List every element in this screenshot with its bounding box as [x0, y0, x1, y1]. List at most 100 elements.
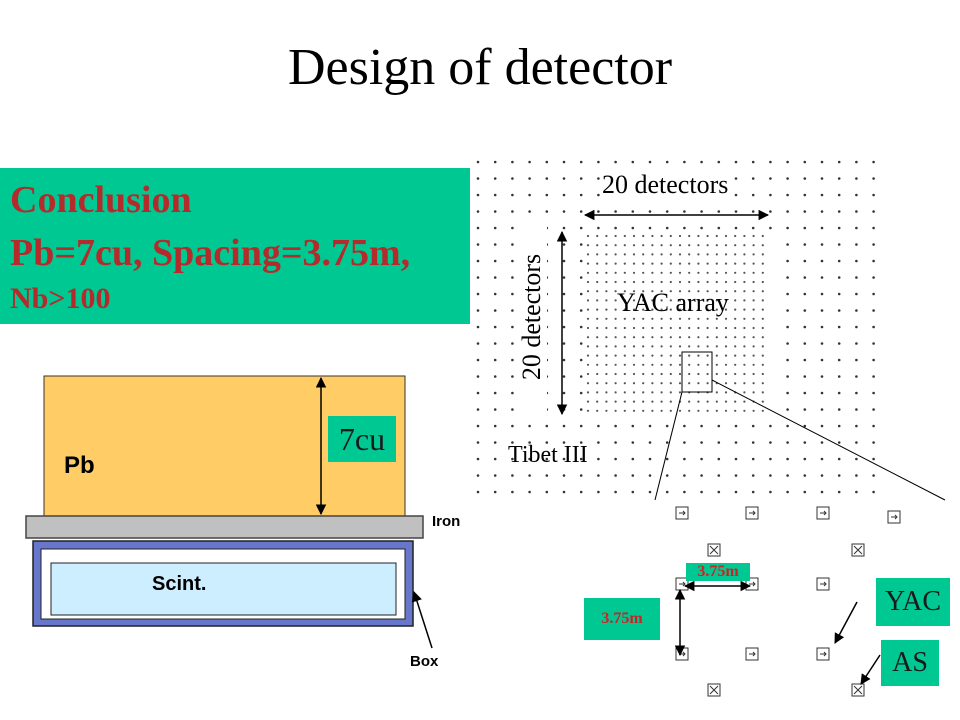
yac-detector-dot	[632, 326, 636, 330]
yac-detector-dot	[706, 271, 709, 274]
yac-detector-dot	[623, 382, 626, 385]
array-detector-dot	[493, 160, 497, 164]
array-detector-dot	[700, 210, 703, 213]
yac-detector-dot	[669, 336, 672, 339]
array-detector-dot	[872, 243, 875, 246]
yac-detector-dot	[715, 326, 718, 330]
array-detector-dot	[751, 457, 755, 461]
yac-detector-dot	[752, 308, 755, 311]
tibet-label: Tibet III	[508, 442, 588, 468]
yac-detector-dot	[743, 345, 746, 348]
yac-detector-dot	[761, 253, 764, 256]
array-detector-dot	[597, 441, 600, 444]
yac-detector-dot	[669, 391, 672, 394]
array-detector-dot	[837, 457, 841, 461]
array-detector-dot	[855, 309, 858, 312]
array-detector-dot	[803, 177, 807, 180]
array-detector-dot	[820, 391, 824, 395]
array-detector-dot	[511, 391, 514, 395]
yac-detector-dot	[752, 345, 755, 348]
array-detector-dot	[803, 490, 807, 494]
yac-detector-dot	[596, 280, 599, 284]
yac-detector-dot	[614, 308, 617, 311]
yac-detector-dot	[697, 244, 700, 247]
array-detector-dot	[751, 193, 755, 197]
yac-detector-dot	[614, 372, 617, 376]
yac-detector-dot	[651, 317, 654, 320]
yac-detector-dot	[632, 336, 636, 339]
yac-detector-dot	[642, 400, 645, 403]
array-detector-dot	[855, 490, 858, 494]
array-detector-dot	[769, 474, 772, 477]
array-detector-dot	[562, 193, 566, 197]
array-detector-dot	[631, 226, 635, 230]
array-detector-dot	[803, 259, 807, 263]
yac-detector-dot	[678, 290, 682, 293]
array-detector-dot	[511, 342, 514, 345]
yac-detector-dot	[605, 354, 608, 357]
yac-detector-dot	[586, 372, 590, 376]
yac-detector-dot	[605, 299, 608, 302]
yac-detector-dot	[688, 345, 691, 348]
array-detector-dot	[786, 375, 789, 378]
array-detector-dot	[493, 325, 497, 329]
array-detector-dot	[855, 210, 858, 213]
yac-detector-dot	[697, 354, 700, 357]
array-detector-dot	[837, 243, 841, 246]
yac-detector-dot	[623, 354, 626, 357]
array-detector-dot	[579, 160, 583, 164]
array-detector-dot	[528, 457, 531, 461]
pb-label: Pb	[64, 452, 95, 479]
array-detector-dot	[511, 292, 514, 296]
array-detector-dot	[631, 160, 635, 164]
yac-detector-dot	[614, 253, 617, 256]
array-detector-dot	[855, 160, 858, 164]
array-detector-dot	[786, 160, 789, 164]
yac-detector-dot	[743, 299, 746, 302]
yac-detector-dot	[660, 391, 663, 394]
yac-detector-dot	[752, 299, 755, 302]
array-detector-dot	[683, 457, 686, 461]
yac-detector-dot	[651, 363, 654, 366]
iron-plate	[25, 515, 424, 539]
yac-detector-dot	[669, 271, 672, 274]
array-detector-dot	[597, 490, 600, 494]
array-detector-dot	[476, 441, 480, 444]
yac-detector-dot	[614, 317, 617, 320]
array-detector-dot	[751, 210, 755, 213]
yac-detector-dot	[761, 372, 764, 376]
yac-detector-dot	[623, 336, 626, 339]
yac-detector-dot	[697, 336, 700, 339]
yac-detector-dot	[752, 336, 755, 339]
array-detector-dot	[493, 408, 497, 411]
yac-detector-dot	[734, 253, 737, 256]
yac-detector-dot	[734, 400, 737, 403]
yac-detector-dot	[623, 345, 626, 348]
array-detector-dot	[562, 391, 566, 395]
array-detector-dot	[528, 441, 531, 444]
array-detector-dot	[493, 210, 497, 213]
yac-detector-dot	[734, 290, 737, 293]
yac-detector-dot	[761, 326, 764, 330]
yac-detector-dot	[743, 400, 746, 403]
yac-detector-dot	[761, 345, 764, 348]
array-detector-dot	[665, 160, 669, 164]
array-detector-dot	[855, 358, 858, 362]
yac-detector-dot	[642, 354, 645, 357]
yac-detector-dot	[697, 308, 700, 311]
array-detector-dot	[579, 177, 583, 180]
yac-detector-dot	[623, 244, 626, 247]
yac-detector-dot	[660, 253, 663, 256]
yac-detector-dot	[688, 244, 691, 247]
yac-detector-dot	[632, 345, 636, 348]
yac-detector-dot	[706, 345, 709, 348]
yac-detector-dot	[632, 409, 636, 412]
yac-array-grid	[586, 234, 764, 412]
yac-detector-dot	[743, 382, 746, 385]
yac-detector-dot	[660, 317, 663, 320]
yac-detector-dot	[715, 400, 718, 403]
array-detector-dot	[648, 457, 652, 461]
yac-detector-dot	[688, 372, 691, 376]
yac-detector-dot	[605, 253, 608, 256]
yac-detector-dot	[623, 409, 626, 412]
